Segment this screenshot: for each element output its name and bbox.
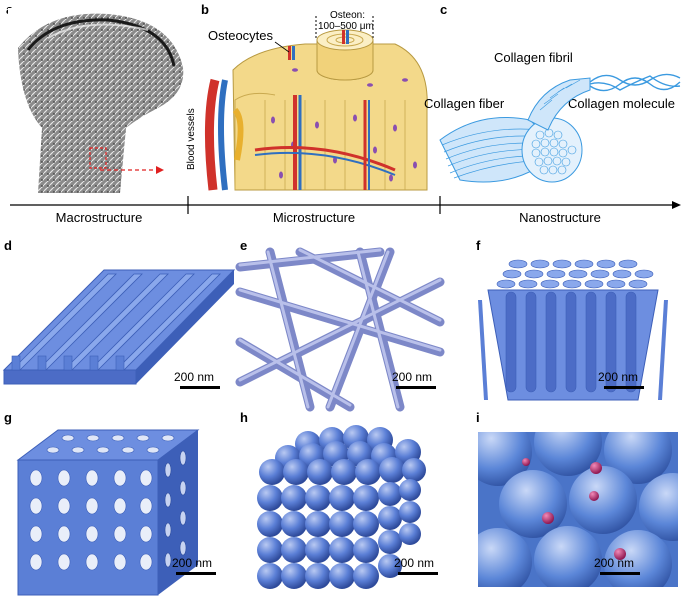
osteon-label-line2: 100–500 μm bbox=[318, 21, 374, 32]
nanofiber-mesh bbox=[235, 247, 445, 412]
scale-bar-e bbox=[396, 386, 436, 389]
scale-label-d: 200 nm bbox=[174, 370, 215, 384]
osteocytes-label: Osteocytes bbox=[208, 28, 274, 43]
stage-macrostructure: Macrostructure bbox=[55, 210, 143, 225]
collagen-molecule-label: Collagen molecule bbox=[568, 96, 675, 111]
scale-label-i: 200 nm bbox=[594, 556, 635, 570]
nanosphere-stack bbox=[257, 425, 426, 589]
nanotube-array bbox=[478, 259, 668, 401]
scale-label-g: 200 nm bbox=[172, 556, 213, 570]
panel-label-e: e bbox=[240, 238, 248, 253]
nanoparticle-sphere-surface bbox=[478, 432, 678, 587]
scale-bar-d bbox=[180, 386, 220, 389]
osteon-label-line1: Osteon: bbox=[330, 10, 366, 21]
collagen-fiber-label: Collagen fiber bbox=[424, 96, 505, 111]
scale-label-f: 200 nm bbox=[598, 370, 639, 384]
collagen-illustration bbox=[439, 73, 681, 183]
panel-label-d: d bbox=[4, 238, 12, 253]
panel-label-i: i bbox=[476, 410, 480, 425]
axis-line bbox=[10, 196, 681, 214]
osteon-illustration bbox=[204, 16, 428, 191]
stage-nanostructure: Nanostructure bbox=[519, 210, 601, 225]
panel-label-f: f bbox=[476, 238, 481, 253]
scale-bar-i bbox=[600, 572, 640, 575]
scale-label-e: 200 nm bbox=[392, 370, 433, 384]
region-box bbox=[89, 147, 107, 169]
porous-cube bbox=[16, 429, 200, 596]
femur-head-image bbox=[8, 8, 188, 198]
panel-label-b: b bbox=[201, 2, 209, 17]
scale-bar-f bbox=[604, 386, 644, 389]
collagen-fibril-label: Collagen fibril bbox=[494, 50, 573, 65]
grooved-substrate bbox=[2, 269, 236, 385]
panel-label-h: h bbox=[240, 410, 248, 425]
scale-bar-g bbox=[176, 572, 216, 575]
scale-label-h: 200 nm bbox=[394, 556, 435, 570]
stage-microstructure: Microstructure bbox=[272, 210, 356, 225]
panel-label-c: c bbox=[440, 2, 448, 17]
scale-bar-h bbox=[398, 572, 438, 575]
panel-label-g: g bbox=[4, 410, 12, 425]
